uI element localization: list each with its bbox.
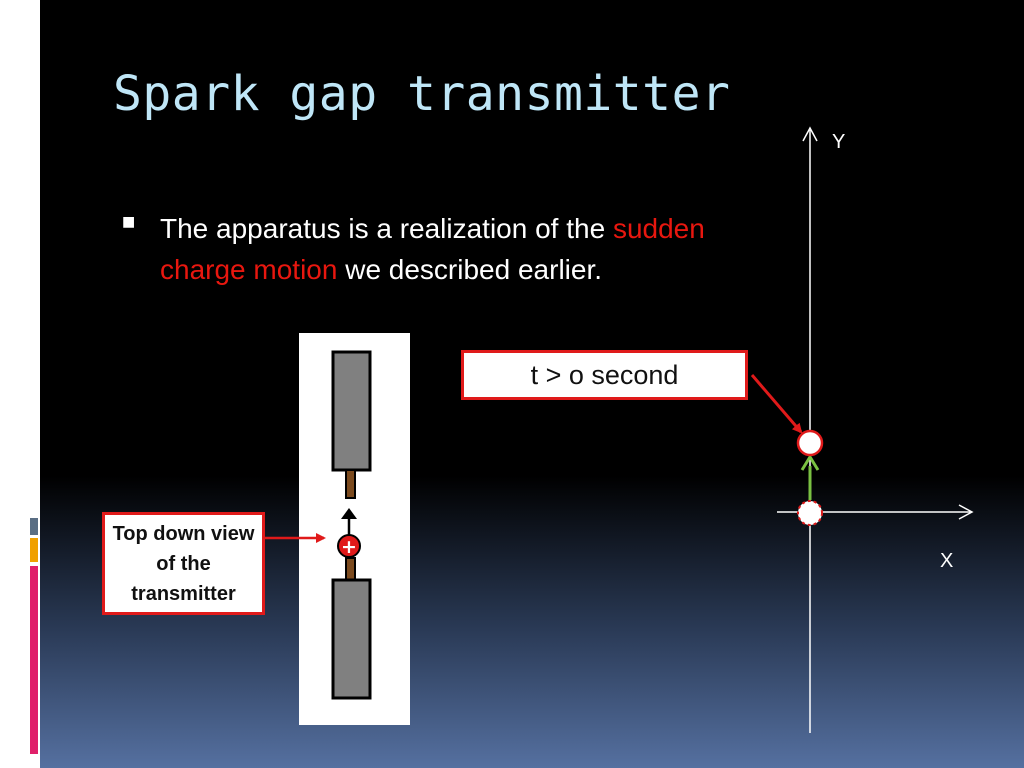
charge-current-position [796, 429, 824, 457]
charge-initial-position [797, 500, 823, 526]
lower-electrode [331, 578, 372, 700]
accent-bar-pink [30, 566, 38, 754]
x-axis-label: X [940, 550, 953, 572]
y-axis-label: Y [832, 131, 845, 153]
transmitter-caption-text: Top down view of the transmitter [112, 522, 255, 605]
positive-charge-icon [337, 534, 361, 558]
y-axis-arrowhead-icon [802, 126, 818, 142]
bullet-text-part1: The apparatus is a realization of the [160, 213, 613, 244]
bullet-square-icon: ■ [122, 214, 136, 230]
transmitter-diagram: + [299, 333, 410, 725]
bullet-text: The apparatus is a realization of the su… [160, 208, 780, 290]
bullet-highlight: sudden charge motion [160, 213, 705, 285]
bullet-text-part2: we described earlier. [337, 254, 603, 285]
time-label-pointer-arrow [750, 374, 803, 434]
charge-motion-arrowhead-icon [341, 508, 357, 519]
transmitter-caption-box: Top down view of the transmitter [102, 512, 265, 615]
upper-electrode [331, 350, 372, 472]
upper-connector [345, 469, 356, 499]
accent-bar-orange [30, 538, 38, 562]
time-label-box: t > o second [461, 350, 748, 400]
slide-title: Spark gap transmitter [113, 66, 731, 122]
time-label-text: t > o second [530, 359, 679, 390]
accent-bar-white [30, 507, 38, 517]
x-axis-arrowhead-icon [958, 504, 974, 520]
charge-symbol: + [341, 536, 357, 558]
lower-connector [345, 557, 356, 581]
displacement-arrowhead-icon [800, 454, 820, 471]
accent-bar-slate [30, 518, 38, 535]
